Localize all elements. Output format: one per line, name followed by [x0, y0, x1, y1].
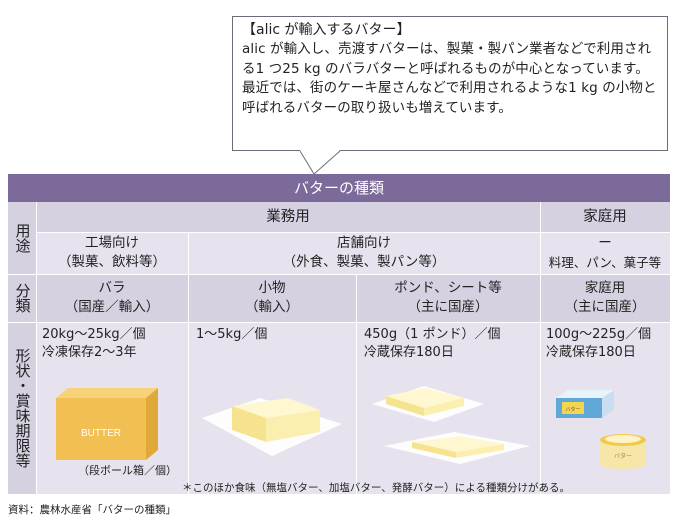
butter-pound-icon [372, 386, 530, 464]
form-home-text: 100g～225g／個 冷蔵保存180日 [546, 327, 652, 360]
class-pound-sheet: ポンド、シート等 （主に国産） [356, 274, 540, 322]
form-pound-text: 450g（1 ポンド）／個 冷蔵保存180日 [364, 327, 501, 360]
use-home: 家庭用 [540, 202, 670, 232]
butter-block-icon [202, 398, 342, 456]
row-label-form: 形状・賞味期限等 [8, 322, 36, 494]
row-label-use: 用途 [8, 202, 36, 274]
butter-box-icon: BUTTER [56, 388, 158, 460]
box-caption: （段ボール箱／個） [78, 464, 177, 477]
tub-label: バター [614, 452, 632, 460]
use-home-detail: ー 料理、パン、菓子等 [540, 232, 670, 274]
info-callout: 【alic が輸入するバター】 alic が輸入し、売渡すバターは、製菓・製パン… [232, 16, 668, 151]
pack-label: バター [565, 406, 580, 413]
grid-line [36, 202, 37, 494]
form-bulk-text: 20kg～25kg／個 冷凍保存2～3年 [42, 327, 146, 360]
grid-line [540, 202, 541, 494]
class-home: 家庭用 （主に国産） [540, 274, 670, 322]
grid-line [356, 274, 357, 494]
class-bulk: バラ （国産／輸入） [36, 274, 188, 322]
callout-body: alic が輸入し、売渡すバターは、製菓・製パン業者などで利用される1 つ25 … [242, 41, 657, 116]
grid-line [188, 232, 189, 494]
use-factory: 工場向け （製菓、飲料等） [36, 232, 188, 274]
class-small: 小物 （輸入） [188, 274, 356, 322]
grid-line [8, 322, 670, 323]
form-small-text: 1～5kg／個 [196, 327, 268, 342]
butter-types-table: バターの種類 用途 分類 形状・賞味期限等 業務用 家庭用 工場向け （製菓、飲… [8, 174, 670, 494]
callout-title: 【alic が輸入するバター】 [242, 22, 411, 38]
footnote: ＊このほか食味（無塩バター、加塩バター、発酵バター）による種類分けがある。 [182, 482, 570, 494]
use-store: 店舗向け （外食、製菓、製パン等） [188, 232, 540, 274]
use-business: 業務用 [36, 202, 540, 232]
row-label-class: 分類 [8, 274, 36, 322]
table-title: バターの種類 [8, 174, 670, 202]
callout-tail-icon [300, 150, 341, 175]
source-credit: 資料：農林水産省「バターの種類」 [8, 504, 176, 516]
box-label: BUTTER [81, 428, 121, 439]
grid-line [36, 232, 670, 233]
butter-pack-icon: バター [556, 390, 614, 418]
grid-line [8, 274, 670, 275]
butter-tub-icon: バター [600, 434, 646, 469]
